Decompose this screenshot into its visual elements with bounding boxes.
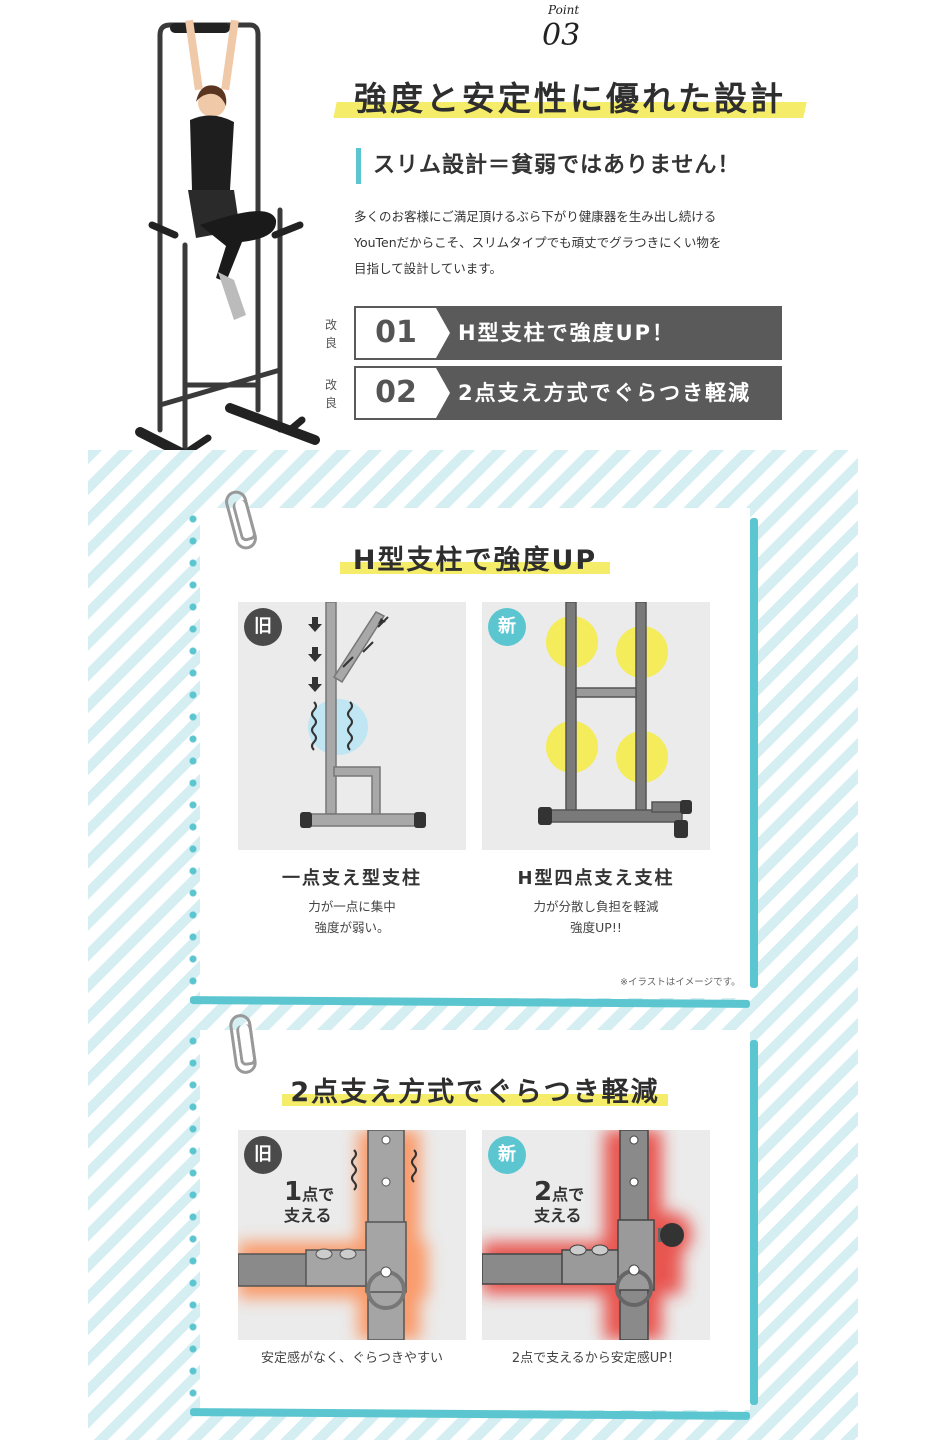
two-point-illustration <box>482 1130 692 1340</box>
chevron-right-icon <box>436 368 450 418</box>
improvement-item-02: 02 2点支え方式でぐらつき軽減 <box>354 366 782 420</box>
card-h-frame: H型支柱で強度UP 旧 一 <box>186 508 758 1008</box>
card-title-block: 2点支え方式でぐらつき軽減 <box>200 1070 750 1114</box>
card-title-block: H型支柱で強度UP <box>200 538 750 582</box>
main-title: 強度と安定性に優れた設計 <box>354 79 786 118</box>
improvement-text: 2点支え方式でぐらつき軽減 <box>458 381 752 405</box>
new-support-text-2: 支える <box>534 1205 582 1225</box>
new-caption-line: 強度UP!! <box>570 920 622 935</box>
old-support-label: 1点で 支える <box>284 1178 334 1224</box>
panel-new-two-point: 新 2点で 支える <box>482 1130 710 1340</box>
new-badge: 新 <box>488 608 526 646</box>
panel-new-h-frame: 新 <box>482 602 710 850</box>
card-title-highlight <box>282 1094 668 1106</box>
new-caption-title: H型四点支え支柱 <box>517 868 675 889</box>
point-number: 03 <box>542 18 581 53</box>
description-line: YouTenだからこそ、スリムタイプでも頑丈でグラつきにくい物を <box>354 235 722 250</box>
improvement-number: 01 <box>356 308 436 358</box>
single-support-illustration <box>300 602 426 828</box>
illustration-note: ※イラストはイメージです。 <box>620 977 741 988</box>
improvement-text: H型支柱で強度UP！ <box>458 321 676 345</box>
torn-edge-right <box>750 1040 758 1405</box>
top-section: Point 03 強度と安定性に優れた設計 スリム設計＝貧弱ではありません！ 多… <box>0 0 946 475</box>
description: 多くのお客様にご満足頂けるぶら下がり健康器を生み出し続ける YouTenだからこ… <box>354 204 794 282</box>
description-line: 目指して設計しています。 <box>354 261 503 276</box>
new-support-label: 2点で 支える <box>534 1178 584 1224</box>
new-caption: 2点で支えるから安定感UP！ <box>511 1351 681 1366</box>
subheading: スリム設計＝貧弱ではありません！ <box>356 148 740 184</box>
old-caption-title: 一点支え型支柱 <box>282 868 422 889</box>
panel-old-single-support: 旧 <box>238 602 466 850</box>
description-line: 多くのお客様にご満足頂けるぶら下がり健康器を生み出し続ける <box>354 209 717 224</box>
torn-edge-left <box>186 1030 200 1410</box>
old-badge: 旧 <box>244 608 282 646</box>
improvement-tag: 改良 <box>324 378 337 410</box>
point-label: Point <box>548 3 580 17</box>
old-badge: 旧 <box>244 1136 282 1174</box>
old-caption-line: 強度が弱い。 <box>314 920 390 935</box>
new-support-count: 2 <box>534 1177 553 1207</box>
torn-edge-right <box>750 518 758 989</box>
old-support-count: 1 <box>284 1177 303 1207</box>
card-title-highlight <box>340 562 610 574</box>
old-caption: 安定感がなく、ぐらつきやすい <box>260 1351 443 1366</box>
card-two-point: 2点支え方式でぐらつき軽減 旧 1点で 支える <box>186 1030 758 1420</box>
old-support-text-2: 支える <box>284 1205 332 1225</box>
main-title-block: 強度と安定性に優れた設計 <box>333 72 807 122</box>
improvement-number: 02 <box>356 368 436 418</box>
improvement-item-01: 01 H型支柱で強度UP！ <box>354 306 782 360</box>
torn-edge-left <box>186 508 200 998</box>
improvement-tag: 改良 <box>324 318 337 350</box>
h-frame-illustration <box>538 602 692 838</box>
panel-old-one-point: 旧 1点で 支える <box>238 1130 466 1340</box>
new-support-text-1: 点で <box>552 1185 585 1204</box>
new-badge: 新 <box>488 1136 526 1174</box>
new-caption-line: 力が分散し負担を軽減 <box>533 899 659 914</box>
card-title: 2点支え方式でぐらつき軽減 <box>290 1077 660 1108</box>
card-title: H型支柱で強度UP <box>352 545 598 576</box>
one-point-illustration <box>238 1130 428 1340</box>
chevron-right-icon <box>436 308 450 358</box>
old-support-text-1: 点で <box>302 1185 335 1204</box>
product-photo <box>135 19 320 475</box>
old-caption-line: 力が一点に集中 <box>308 899 396 914</box>
